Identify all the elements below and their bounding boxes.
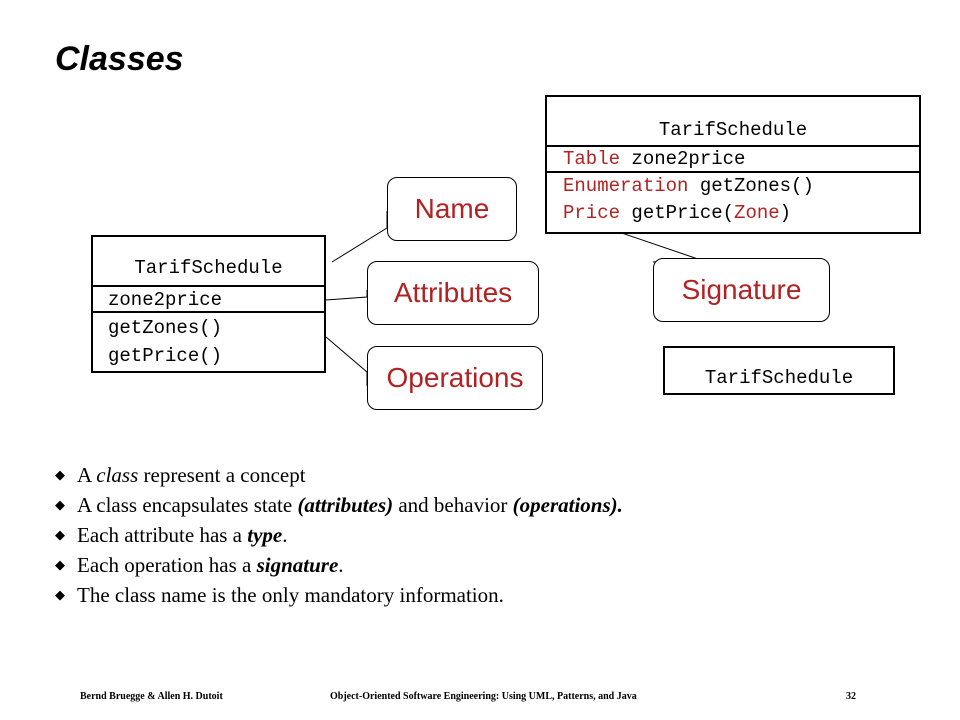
simple-class-name-compartment: TarifSchedule	[93, 237, 324, 285]
simple-class-op1: getZones()	[108, 317, 223, 339]
bullet-item: ◆ A class encapsulates state (attributes…	[55, 490, 623, 520]
diamond-bullet-icon: ◆	[55, 497, 65, 512]
operations-callout: Operations	[367, 346, 543, 410]
simple-class-box: TarifSchedule zone2price getZones() getP…	[91, 235, 326, 373]
op2-suffix: )	[779, 202, 792, 224]
simple-class-op2: getPrice()	[108, 345, 223, 367]
simple-class-operations-compartment: getZones() getPrice()	[93, 313, 324, 373]
full-class-box: TarifSchedule Table zone2price Enumerati…	[545, 95, 921, 234]
bullet-text: Each operation has a	[77, 552, 257, 577]
diamond-bullet-icon: ◆	[55, 467, 65, 482]
diamond-bullet-icon: ◆	[55, 587, 65, 602]
full-class-op1: Enumeration getZones()	[563, 175, 814, 197]
full-class-name-compartment: TarifSchedule	[547, 97, 919, 145]
attribute-name: zone2price	[631, 148, 746, 170]
bullet-item: ◆ A class represent a concept	[55, 460, 623, 490]
op2-name: getPrice(	[631, 202, 735, 224]
op2-type: Price	[563, 202, 621, 224]
bullet-item: ◆ The class name is the only mandatory i…	[55, 580, 623, 610]
op1-name: getZones()	[699, 175, 814, 197]
diamond-bullet-icon: ◆	[55, 557, 65, 572]
simple-class-name: TarifSchedule	[134, 257, 283, 279]
operations-callout-pointer	[325, 336, 368, 386]
name-only-class-box: TarifSchedule	[663, 346, 895, 395]
signature-callout: Signature	[653, 258, 830, 322]
footer-page-number: 32	[846, 691, 856, 702]
slide-title: Classes	[55, 40, 184, 78]
attribute-type: Table	[563, 148, 621, 170]
simple-class-attributes-compartment: zone2price	[93, 285, 324, 313]
name-callout: Name	[387, 177, 517, 241]
bullet-emphasis: type	[247, 522, 283, 547]
bullet-emphasis: (attributes)	[297, 492, 394, 517]
bullet-text: A	[77, 462, 97, 487]
bullet-item: ◆ Each attribute has a type.	[55, 520, 623, 550]
name-callout-pointer	[331, 211, 388, 263]
full-class-name: TarifSchedule	[658, 119, 808, 141]
full-class-attribute: Table zone2price	[563, 148, 745, 170]
full-class-attributes-compartment: Table zone2price	[547, 145, 919, 173]
full-class-operations-compartment: Enumeration getZones() Price getPrice(Zo…	[547, 173, 919, 234]
bullet-text: The class name is the only mandatory inf…	[77, 582, 504, 607]
name-only-class-name: TarifSchedule	[704, 367, 854, 389]
bullet-item: ◆ Each operation has a signature.	[55, 550, 623, 580]
diamond-bullet-icon: ◆	[55, 527, 65, 542]
attributes-callout-pointer	[325, 290, 368, 301]
full-class-op2: Price getPrice(Zone)	[563, 202, 791, 224]
bullet-text: Each attribute has a	[77, 522, 248, 547]
footer-book-title: Object-Oriented Software Engineering: Us…	[330, 691, 637, 702]
simple-class-attribute: zone2price	[108, 289, 223, 311]
bullet-text: and behavior	[393, 492, 513, 517]
footer-authors: Bernd Bruegge & Allen H. Dutoit	[80, 691, 223, 702]
bullet-text: .	[282, 522, 288, 547]
bullet-emphasis: class	[96, 462, 139, 487]
op1-type: Enumeration	[563, 175, 689, 197]
bullet-text: A class encapsulates state	[77, 492, 298, 517]
bullet-list: ◆ A class represent a concept ◆ A class …	[55, 460, 623, 610]
bullet-text: represent a concept	[138, 462, 306, 487]
bullet-emphasis: (operations).	[512, 492, 623, 517]
op2-param: Zone	[734, 202, 780, 224]
bullet-text: .	[338, 552, 344, 577]
bullet-emphasis: signature	[256, 552, 339, 577]
attributes-callout: Attributes	[367, 261, 539, 325]
